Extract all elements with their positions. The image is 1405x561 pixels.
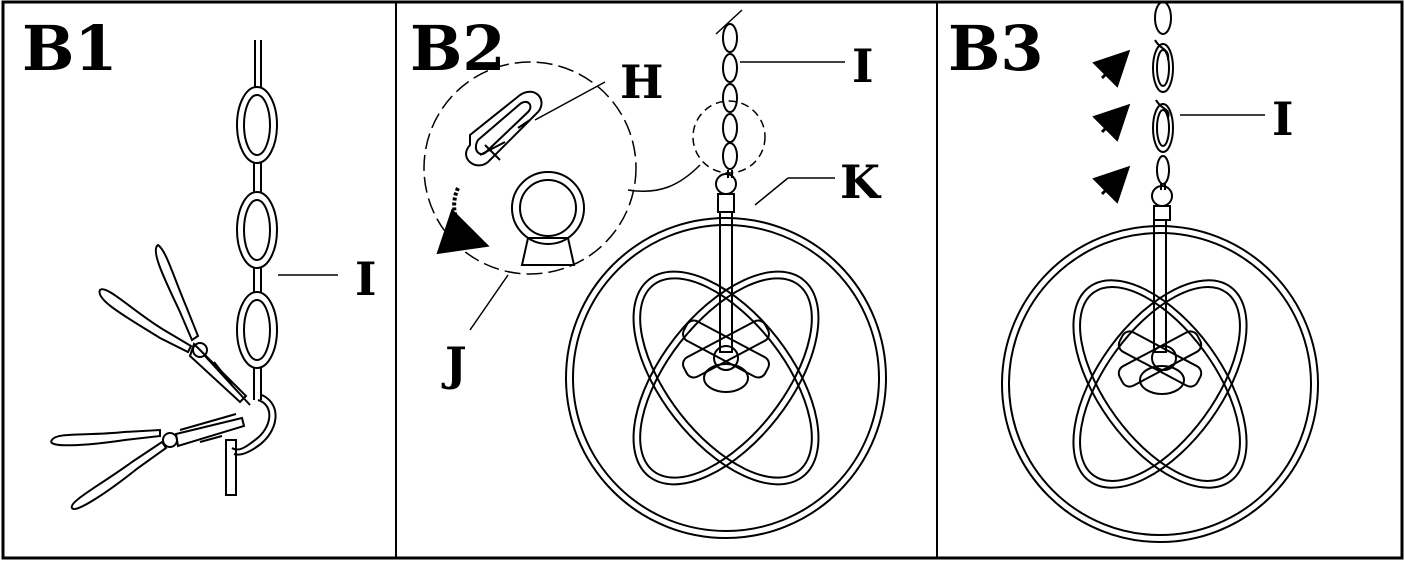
callout-i-b2: I bbox=[852, 39, 874, 93]
chain-links bbox=[1152, 1, 1174, 190]
quick-link-detail bbox=[465, 90, 543, 167]
callout-k: K bbox=[840, 155, 882, 209]
callout-i-b1: I bbox=[355, 252, 377, 306]
zoom-marker bbox=[692, 100, 766, 174]
callout-i-b3: I bbox=[1272, 92, 1294, 146]
ceiling-ring bbox=[511, 171, 585, 266]
step-label-b2: B2 bbox=[410, 12, 506, 85]
chain-links bbox=[225, 86, 278, 496]
panel-b3: B3 I bbox=[948, 1, 1319, 543]
orb-fixture bbox=[1001, 185, 1319, 543]
rotate-arrow bbox=[436, 187, 490, 255]
panel-b1: B1 bbox=[22, 12, 377, 510]
pliers-upper bbox=[98, 243, 251, 406]
chain-links bbox=[715, 9, 743, 178]
step-label-b1: B1 bbox=[22, 12, 118, 85]
callout-j: J bbox=[441, 337, 467, 391]
detail-callout-circle bbox=[423, 61, 637, 275]
panel-b2: B2 bbox=[410, 9, 887, 539]
lift-arrow bbox=[1092, 103, 1131, 142]
step-label-b3: B3 bbox=[948, 12, 1044, 85]
lift-arrow bbox=[1092, 49, 1131, 88]
callout-h: H bbox=[620, 55, 663, 109]
orb-fixture bbox=[565, 173, 887, 539]
pliers-lower bbox=[50, 413, 246, 510]
lift-arrow bbox=[1092, 165, 1131, 204]
